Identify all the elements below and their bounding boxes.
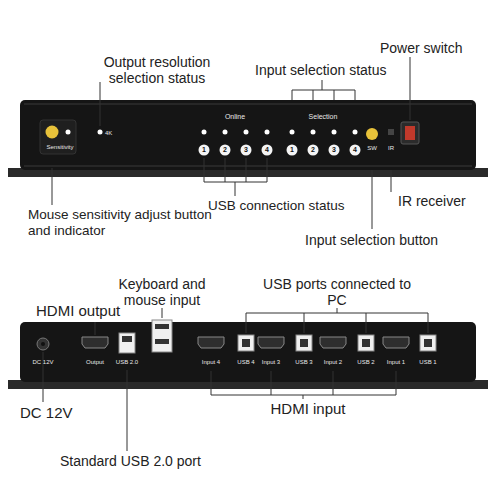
panel-label: USB 2 xyxy=(350,357,382,367)
callout-number: 1 xyxy=(286,145,298,155)
dc-pin xyxy=(41,342,45,346)
4k-led xyxy=(98,130,103,135)
power-switch xyxy=(401,122,419,144)
panel-label: SW xyxy=(362,143,382,153)
panel-label: 4K xyxy=(105,128,119,138)
number-discs xyxy=(199,145,361,156)
callout-number: 1 xyxy=(198,145,210,155)
panel-label: USB 3 xyxy=(288,357,320,367)
panel-label: DC 12V xyxy=(26,357,60,367)
panel-label: Input 2 xyxy=(315,357,351,367)
panel-label: USB 2.0 xyxy=(111,357,143,367)
sensitivity-button xyxy=(46,126,59,139)
usb-b-inner xyxy=(242,339,432,347)
panel-label: Sensitivity xyxy=(36,142,84,152)
panel-label: Input 1 xyxy=(378,357,414,367)
callout-number: 4 xyxy=(261,145,273,155)
back-panel xyxy=(20,322,476,382)
callout-number: 4 xyxy=(349,145,361,155)
callout-label: Input selection status xyxy=(255,62,395,78)
ir-sensor xyxy=(388,129,394,135)
usb-tongue xyxy=(122,336,132,342)
dual-usb-port xyxy=(152,320,172,352)
front-panel xyxy=(20,100,476,170)
callout-label: USB connection status xyxy=(208,198,358,214)
panel-label: IR xyxy=(383,143,399,153)
usb-tongue xyxy=(155,339,169,344)
callout-label: Input selection button xyxy=(305,232,475,248)
panel-label: Selection xyxy=(293,112,353,122)
callout-number: 2 xyxy=(307,145,319,155)
panel-label: Output xyxy=(79,357,111,367)
callout-label: Output resolution selection status xyxy=(82,54,232,86)
leader-lines xyxy=(43,308,428,451)
callout-label: Standard USB 2.0 port xyxy=(60,453,260,469)
panel-label: Input 4 xyxy=(193,357,229,367)
callout-label: DC 12V xyxy=(20,404,110,421)
panel-label: Online xyxy=(205,112,265,122)
callout-label: HDMI output xyxy=(36,302,156,319)
dc-jack xyxy=(37,338,49,350)
callout-number: 3 xyxy=(240,145,252,155)
panel-fins xyxy=(24,104,472,166)
callout-label: Mouse sensitivity adjust button and indi… xyxy=(28,207,213,238)
panel-label: USB 1 xyxy=(412,357,444,367)
usb-b-ports xyxy=(238,335,436,351)
selection-leds xyxy=(290,130,358,135)
online-leds xyxy=(202,130,270,135)
usb-a-port xyxy=(119,333,135,353)
power-rocker xyxy=(405,126,415,140)
sw-button xyxy=(366,128,378,140)
callout-number: 2 xyxy=(219,145,231,155)
leader-lines xyxy=(52,57,410,229)
usb-tongue xyxy=(155,324,169,329)
panel-label: Input 3 xyxy=(253,357,289,367)
callout-label: Power switch xyxy=(380,40,480,56)
callout-number: 3 xyxy=(328,145,340,155)
callout-label: IR receiver xyxy=(398,193,488,209)
callout-label: USB ports connected to PC xyxy=(262,276,412,308)
sensitivity-led xyxy=(66,130,71,135)
panel-label: USB 4 xyxy=(230,357,262,367)
callout-label: HDMI input xyxy=(253,400,363,417)
